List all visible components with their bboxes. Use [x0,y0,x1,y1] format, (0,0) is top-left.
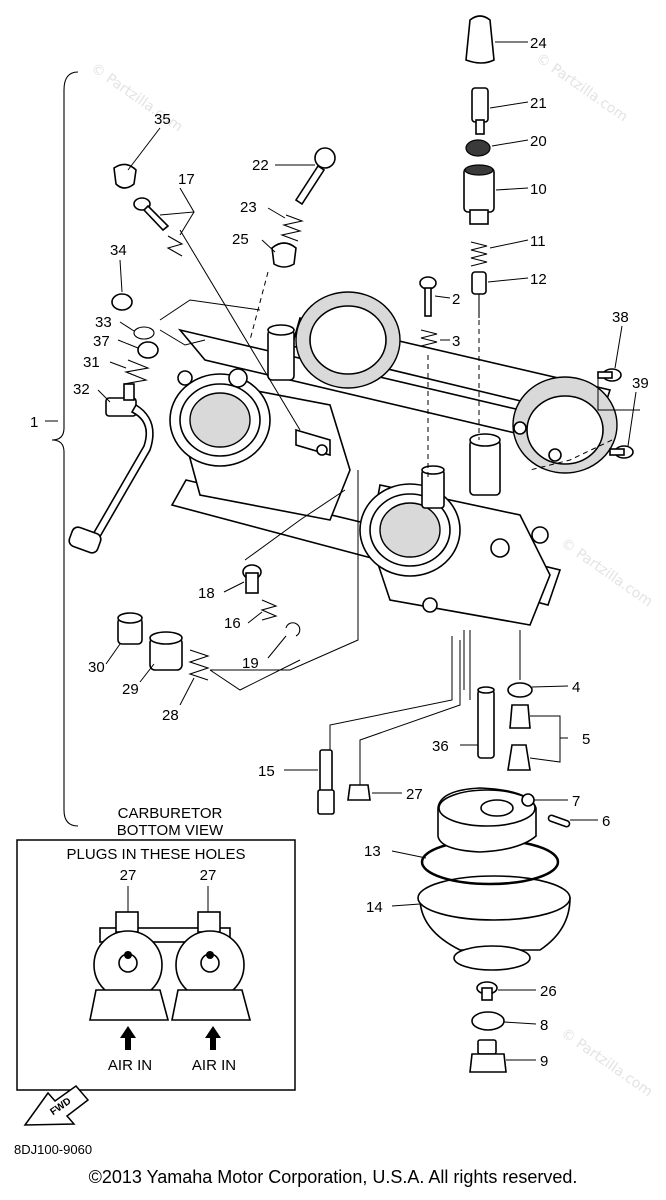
part-11-spring [470,241,488,267]
watermark: © Partzilla.com [558,1025,656,1100]
callout-3: 3 [452,333,460,350]
callout-leaders [45,41,637,1061]
part-5-jets [507,704,531,771]
part-39-screw [609,445,634,459]
callout-15: 15 [258,763,275,780]
inset-bottom-view: CARBURETOR BOTTOM VIEW PLUGS IN THESE HO… [16,805,296,1091]
callout-38: 38 [612,309,629,326]
inset-plug-label-left: 27 [120,867,137,884]
callout-8: 8 [540,1017,548,1034]
diagram-code: 8DJ100-9060 [14,1142,93,1157]
callout-2: 2 [452,291,460,308]
part-38-screw [597,368,622,382]
part-26-screw [476,981,498,1001]
air-arrow-right [205,1026,221,1050]
part-37-nut [137,341,159,359]
part-36-nozzle [477,686,495,759]
watermark: © Partzilla.com [558,535,656,610]
callout-12: 12 [530,271,547,288]
callout-32: 32 [73,381,90,398]
relation-lines [159,229,640,785]
part-6-pin [547,814,571,828]
part-3-spring [420,329,438,351]
part-10-housing [463,164,495,225]
copyright-notice: ©2013 Yamaha Motor Corporation, U.S.A. A… [88,1167,578,1187]
carburetor-body [169,291,618,626]
part-18-screw [242,564,262,594]
part-15-pilot-jet [317,749,335,815]
callout-20: 20 [530,133,547,150]
callout-14: 14 [366,899,383,916]
part-2-screw [419,276,437,317]
part-20-nut [465,139,491,157]
part-30-sleeve [117,612,143,645]
callout-numbers: 24 21 20 10 11 12 2 3 22 23 25 35 17 34 … [30,35,649,1070]
part-12-jet [471,271,487,318]
callout-22: 22 [252,157,269,174]
callout-19: 19 [242,655,259,672]
part-9-drain-bolt [469,1039,507,1073]
callout-31: 31 [83,354,100,371]
watermark: © Partzilla.com [88,60,186,135]
callout-28: 28 [162,707,179,724]
callout-4: 4 [572,679,580,696]
callout-5: 5 [582,731,590,748]
part-24-rubber-cap [465,15,495,64]
callout-21: 21 [530,95,547,112]
callout-24: 24 [530,35,547,52]
part-33-o-ring [133,326,155,340]
callout-25: 25 [232,231,249,248]
part-17-screw-spring [133,197,184,257]
part-19-clip [285,622,301,637]
part-4-washer [507,682,533,698]
air-in-label-right: AIR IN [192,1057,236,1074]
part-32-fitting-hose [68,383,154,554]
callout-29: 29 [122,681,139,698]
part-8-washer [471,1011,505,1031]
callout-37: 37 [93,333,110,350]
part-27-plug [347,784,371,801]
part-25-boot [271,242,297,268]
part-28-spring [188,649,210,681]
part-22-adjuster-screw [294,147,336,206]
watermark: © Partzilla.com [533,50,631,125]
callout-26: 26 [540,983,557,1000]
callout-34: 34 [110,242,127,259]
callout-16: 16 [224,615,241,632]
part-34-washer [111,293,133,311]
air-in-label-left: AIR IN [108,1057,152,1074]
inset-title-line2: BOTTOM VIEW [117,822,224,839]
callout-13: 13 [364,843,381,860]
callout-39: 39 [632,375,649,392]
inset-plug-label-right: 27 [200,867,217,884]
part-7-float [437,787,537,853]
inset-heading: PLUGS IN THESE HOLES [67,846,246,863]
fwd-arrow: FWD [23,1084,90,1126]
callout-30: 30 [88,659,105,676]
part-31-spring [123,359,150,385]
callout-10: 10 [530,181,547,198]
part-14-float-bowl [417,875,571,971]
part-29-sleeve [149,631,183,671]
callout-9: 9 [540,1053,548,1070]
callout-23: 23 [240,199,257,216]
part-35-cap [113,163,137,189]
part-21-needle-valve [471,87,489,135]
air-arrow-left [120,1026,136,1050]
callout-35: 35 [154,111,171,128]
callout-6: 6 [602,813,610,830]
callout-18: 18 [198,585,215,602]
callout-11: 11 [530,233,546,250]
assembly-bracket [51,71,79,827]
part-23-spring [280,214,304,242]
callout-36: 36 [432,738,449,755]
callout-17: 17 [178,171,195,188]
callout-27: 27 [406,786,423,803]
part-16-spring [260,599,278,621]
callout-1: 1 [30,414,38,431]
callout-7: 7 [572,793,580,810]
inset-title-line1: CARBURETOR [118,805,223,822]
callout-33: 33 [95,314,112,331]
